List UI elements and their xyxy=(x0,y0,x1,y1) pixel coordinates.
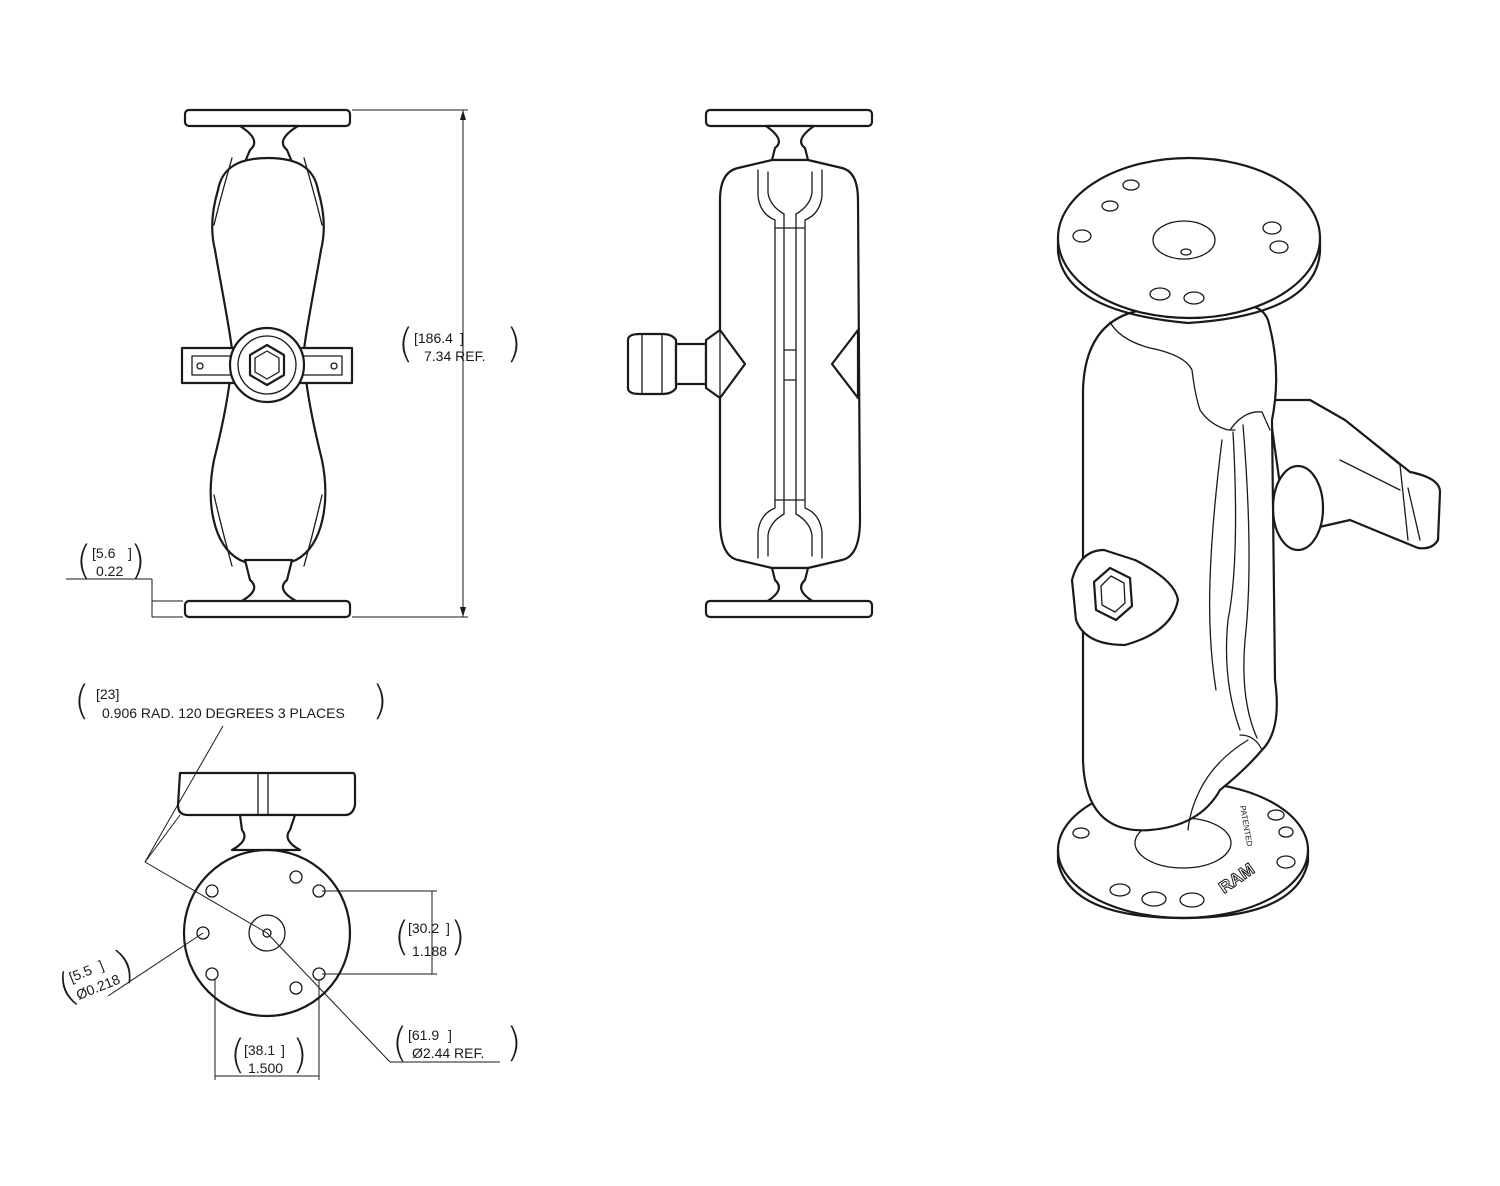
hole-spacing-vertical-metric: [30.2 xyxy=(408,920,439,936)
hole-spacing-horizontal-metric: [38.1 xyxy=(244,1042,275,1058)
svg-text:): ) xyxy=(450,914,466,960)
plate-thickness-metric-close: ] xyxy=(128,545,132,561)
hole-diameter-metric-close: ] xyxy=(96,957,106,973)
hole-spacing-vertical-metric-close: ] xyxy=(446,920,450,936)
svg-text:(: ( xyxy=(398,321,414,367)
hole-radius-imperial: 0.906 RAD. 120 DEGREES 3 PLACES xyxy=(102,705,345,721)
front-top-neck xyxy=(238,124,300,164)
svg-text:(: ( xyxy=(392,1020,408,1066)
svg-text:): ) xyxy=(506,321,522,367)
overall-height-imperial: 7.34 REF. xyxy=(424,348,485,364)
front-top-plate xyxy=(183,108,352,128)
svg-text:): ) xyxy=(372,678,388,724)
side-top-plate xyxy=(704,108,874,128)
svg-text:): ) xyxy=(506,1020,522,1066)
svg-text:(: ( xyxy=(74,678,90,724)
plate-thickness-imperial: 0.22 xyxy=(96,563,123,579)
side-bottom-plate xyxy=(704,599,874,619)
svg-text:): ) xyxy=(292,1032,308,1078)
isometric-view: RAM PATENTED xyxy=(1056,156,1442,920)
hole-spacing-horizontal-imperial: 1.500 xyxy=(248,1060,283,1076)
base-top-view: ( ) [23] 0.906 RAD. 120 DEGREES 3 PLACES… xyxy=(51,678,522,1080)
svg-text:(: ( xyxy=(230,1032,246,1078)
front-view xyxy=(180,108,354,619)
overall-height-metric-close: ] xyxy=(460,330,464,346)
hex-socket-icon xyxy=(248,343,286,387)
side-knob-grip xyxy=(626,332,678,396)
hole-spacing-vertical-imperial: 1.188 xyxy=(412,943,447,959)
front-bottom-neck xyxy=(238,558,300,604)
side-view xyxy=(626,108,874,619)
iso-knob-hub xyxy=(1271,464,1325,552)
front-bottom-plate xyxy=(183,599,352,619)
svg-text:(: ( xyxy=(394,914,410,960)
base-diameter-imperial: Ø2.44 REF. xyxy=(412,1045,484,1061)
base-diameter-metric-close: ] xyxy=(448,1027,452,1043)
plate-thickness-metric: [5.6 xyxy=(92,545,116,561)
plate-thickness-dimension: ( ) [5.6 ] 0.22 xyxy=(66,538,183,618)
svg-text:): ) xyxy=(130,538,146,584)
iso-top-plate xyxy=(1056,156,1322,320)
overall-height-metric: [186.4 xyxy=(414,330,453,346)
hole-spacing-horizontal-metric-close: ] xyxy=(281,1042,285,1058)
overall-height-dimension: ( ) [186.4 ] 7.34 REF. xyxy=(352,109,522,618)
hole-radius-metric: [23] xyxy=(96,686,119,702)
side-arm-body xyxy=(718,158,862,570)
svg-text:(: ( xyxy=(76,538,92,584)
base-view-knob xyxy=(176,771,357,817)
iso-arm-body xyxy=(1081,304,1278,832)
base-diameter-metric: [61.9 xyxy=(408,1027,439,1043)
iso-hex-socket-icon xyxy=(1092,566,1134,622)
